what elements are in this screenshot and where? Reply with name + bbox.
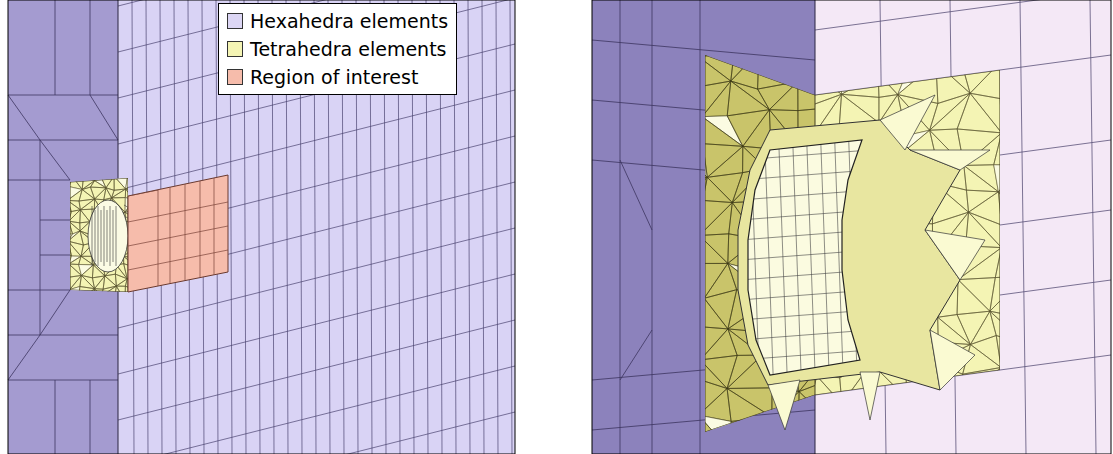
legend-box: Hexahedra elementsTetrahedra elementsReg… [218,3,457,95]
legend-label: Region of interest [250,66,418,88]
legend-swatch [227,13,243,29]
hex-face [8,0,515,454]
legend-swatch [227,41,243,57]
region-of-interest [128,150,228,300]
hex-face [592,0,1111,454]
mesh-closeup [592,0,1111,454]
legend-swatch [227,69,243,85]
legend-entry: Region of interest [227,63,448,91]
legend-entry: Hexahedra elements [227,7,448,35]
legend-label: Tetrahedra elements [250,38,447,60]
mesh-overview [8,0,515,454]
cylindrical-hole [738,95,990,430]
hex-side-face [592,0,815,454]
legend-entry: Tetrahedra elements [227,35,448,63]
legend-label: Hexahedra elements [250,10,448,32]
